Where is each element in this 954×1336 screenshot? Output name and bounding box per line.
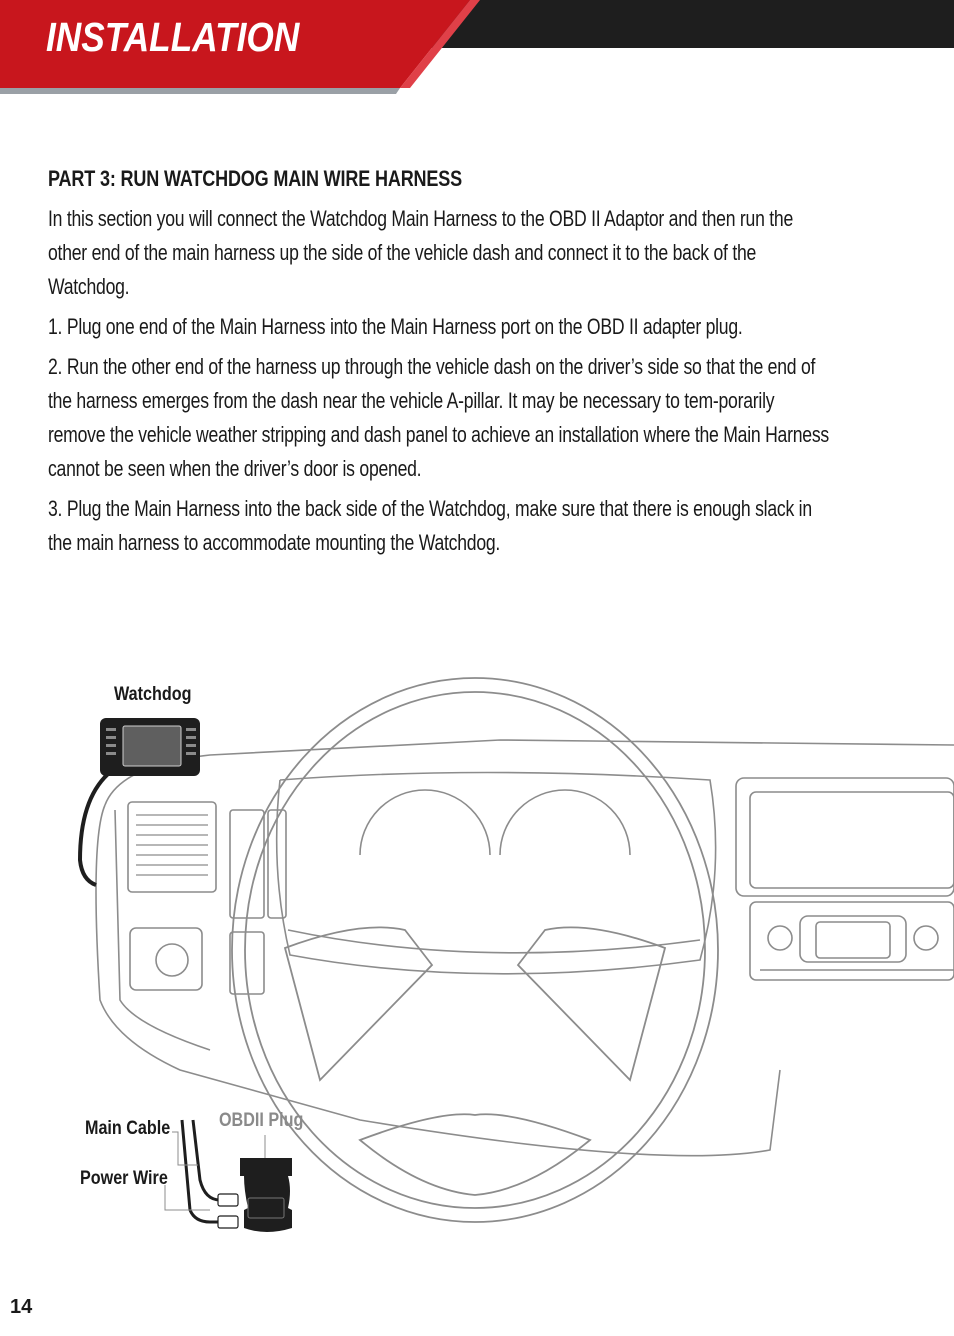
step-2: 2. Run the other end of the harness up t… [48,354,829,481]
watchdog-label: Watchdog [114,684,192,705]
obd-plug-shape [240,1158,292,1232]
header-banner [0,0,954,94]
page-header: INSTALLATION [0,0,954,100]
watchdog-device [100,718,200,776]
section-heading: PART 3: RUN WATCHDOG MAIN WIRE HARNESS [48,166,463,191]
intro-paragraph: In this section you will connect the Wat… [48,206,794,299]
page-number: 14 [10,1296,33,1318]
main-cable-label: Main Cable [85,1118,171,1139]
step-1: 1. Plug one end of the Main Harness into… [48,314,743,339]
installation-diagram: Watchdog Main Cable Power Wire OBDII Plu… [60,670,954,1240]
step-3: 3. Plug the Main Harness into the back s… [48,496,812,555]
dash-illustration [77,677,954,1232]
power-wire-label: Power Wire [80,1168,168,1189]
section-content: PART 3: RUN WATCHDOG MAIN WIRE HARNESS I… [48,166,848,566]
obdii-plug-label: OBDII Plug [219,1110,304,1131]
page-title: INSTALLATION [46,14,300,60]
